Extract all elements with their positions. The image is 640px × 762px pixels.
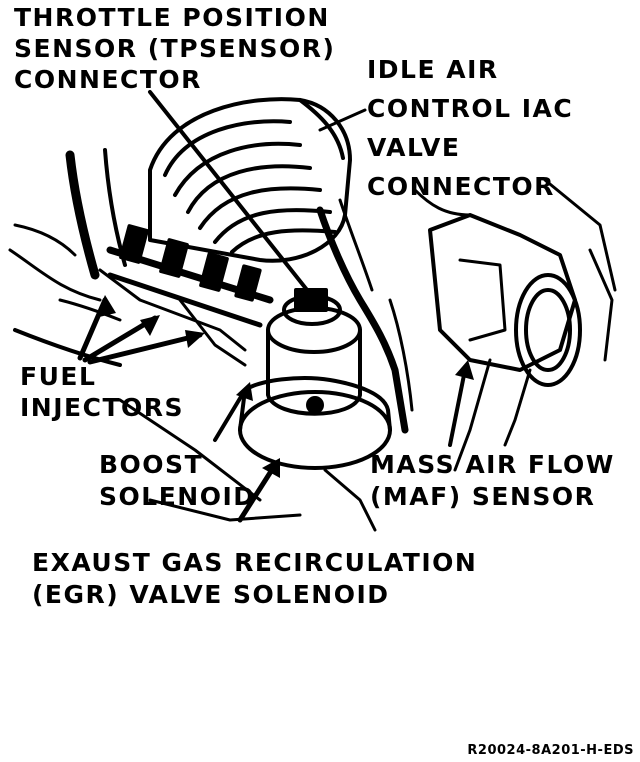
egr-label-line-1: EXAUST GAS RECIRCULATION	[32, 548, 478, 577]
tps-label-line-3: CONNECTOR	[14, 65, 202, 94]
injector-4	[234, 264, 262, 302]
boost-label-line-1: BOOST	[99, 450, 204, 479]
boost-solenoid-label: BOOST SOLENOID	[99, 449, 256, 513]
boost-leader	[213, 388, 247, 442]
tps-leader	[148, 90, 317, 302]
injector-2	[159, 238, 189, 278]
maf-leader	[448, 368, 467, 447]
maf-label-line-2: (MAF) SENSOR	[370, 482, 596, 511]
iac-label-line-4: CONNECTOR	[367, 172, 555, 201]
tps-label-line-2: SENSOR (TPSENSOR)	[14, 34, 336, 63]
tps-connector-label: THROTTLE POSITION SENSOR (TPSENSOR) CONN…	[14, 2, 335, 95]
injector-3	[199, 252, 229, 292]
fuel-label-line-1: FUEL	[20, 362, 97, 391]
maf-sensor-label: MASS AIR FLOW (MAF) SENSOR	[370, 449, 615, 513]
boost-label-line-2: SOLENOID	[99, 482, 256, 511]
maf-housing	[428, 213, 577, 372]
intake-plenum	[148, 97, 352, 263]
fuel-label-line-2: INJECTORS	[20, 393, 185, 422]
iac-connector-label: IDLE AIR CONTROL IAC VALVE CONNECTOR	[367, 50, 573, 206]
maf-label-line-1: MASS AIR FLOW	[370, 450, 615, 479]
maf-intake	[514, 273, 582, 387]
fuel-injectors-label: FUEL INJECTORS	[20, 361, 184, 423]
egr-leader	[237, 462, 278, 523]
egr-label-line-2: (EGR) VALVE SOLENOID	[32, 580, 390, 609]
tps-label-line-1: THROTTLE POSITION	[14, 3, 330, 32]
injector-1	[119, 224, 149, 264]
iac-label-line-2: CONTROL IAC	[367, 94, 574, 123]
iac-label-line-3: VALVE	[367, 133, 461, 162]
iac-harness	[316, 206, 409, 434]
iac-leader	[318, 108, 367, 132]
iac-label-line-1: IDLE AIR	[367, 55, 499, 84]
fuel-leader-3	[87, 332, 203, 365]
egr-solenoid-label: EXAUST GAS RECIRCULATION (EGR) VALVE SOL…	[32, 547, 477, 611]
reference-code: R20024-8A201-H-EDS	[467, 743, 634, 758]
